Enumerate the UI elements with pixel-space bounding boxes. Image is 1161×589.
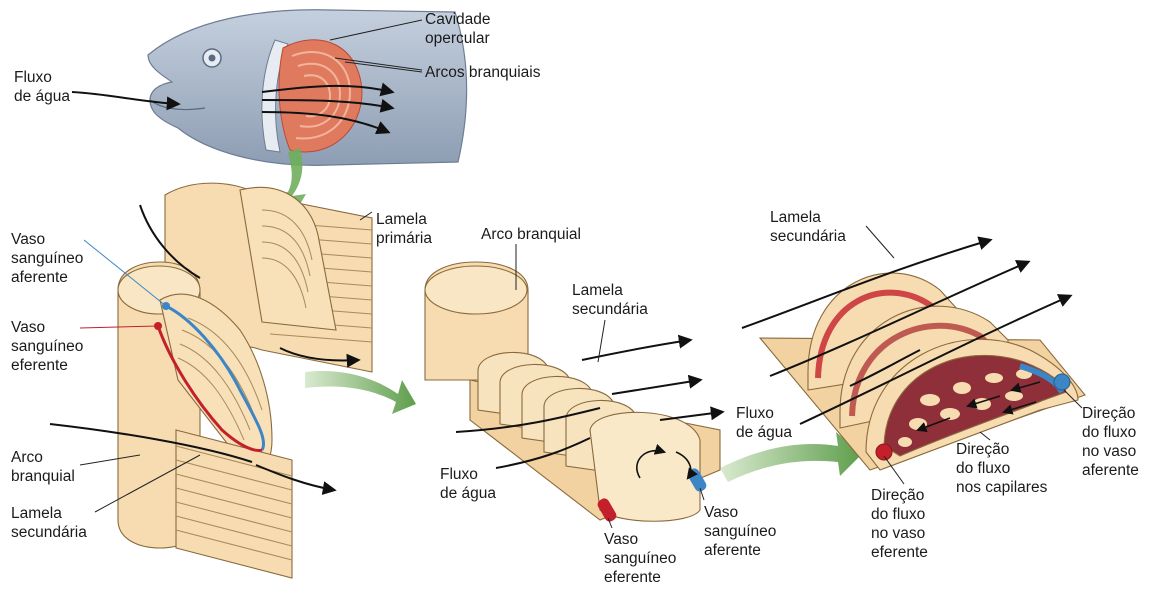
label-arcos-branquiais: Arcos branquiais [425, 63, 540, 82]
fish-head [72, 10, 467, 166]
label-arco-branquial-mid: Arco branquial [481, 225, 581, 244]
